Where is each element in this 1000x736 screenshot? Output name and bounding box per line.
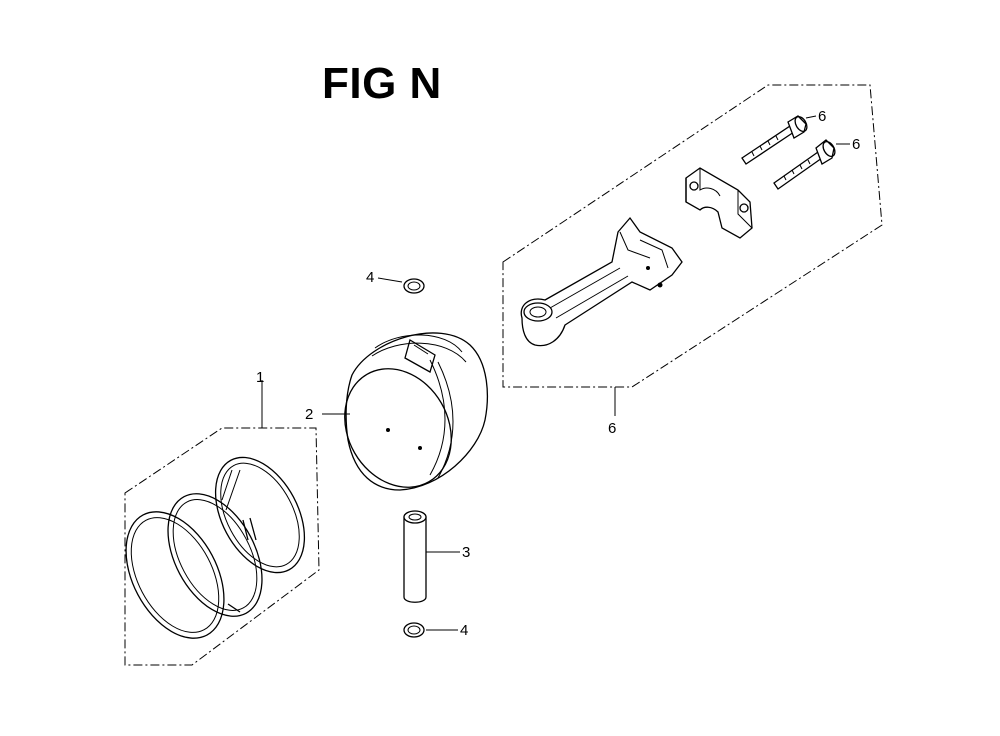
top-compression-ring bbox=[214, 456, 306, 574]
piston-pin-clip-top: 4 bbox=[366, 269, 425, 294]
callout-label-1: 1 bbox=[256, 369, 264, 386]
connecting-rod bbox=[520, 216, 683, 347]
callout-label-6-top: 6 bbox=[818, 108, 826, 125]
connecting-rod-cap bbox=[685, 167, 753, 239]
callout-label-6-bottom: 6 bbox=[852, 136, 860, 153]
callout-label-6: 6 bbox=[608, 420, 616, 437]
callout-label-3: 3 bbox=[462, 544, 470, 561]
rod-bolt-bottom: 6 bbox=[773, 136, 860, 190]
leader-line-6-top bbox=[805, 115, 817, 119]
piston-crown bbox=[344, 368, 452, 488]
connecting-rod-assembly: 6 bbox=[502, 84, 883, 437]
leader-line-4-top bbox=[377, 277, 403, 283]
rod-assy-group-outline bbox=[502, 84, 883, 388]
oil-control-ring bbox=[125, 511, 241, 639]
piston: 2 bbox=[305, 332, 489, 491]
piston-pin: 3 bbox=[403, 510, 470, 603]
rod-bolt-top: 6 bbox=[741, 108, 826, 165]
callout-label-4-top: 4 bbox=[366, 269, 374, 286]
piston-ring-set: 1 bbox=[124, 369, 320, 666]
callout-label-2: 2 bbox=[305, 406, 313, 423]
ring-set-group-outline bbox=[124, 427, 320, 666]
callout-label-4-bottom: 4 bbox=[460, 622, 468, 639]
figure-title: FIG N bbox=[322, 59, 442, 108]
piston-pin-clip-bottom: 4 bbox=[403, 622, 468, 639]
second-compression-ring bbox=[167, 493, 263, 617]
